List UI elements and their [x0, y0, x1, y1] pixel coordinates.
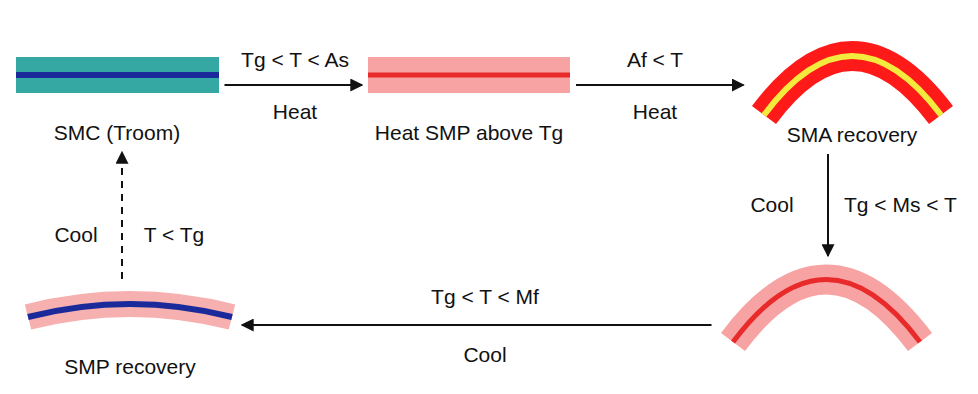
- transition-arrow: [242, 324, 712, 326]
- sample-caption: SMA recovery: [787, 123, 918, 147]
- sample-shape: [24, 285, 236, 330]
- sample-shape: [368, 57, 570, 93]
- sample-shape: [16, 57, 219, 93]
- sample-shape: [718, 262, 935, 350]
- process-label: Cool: [461, 343, 508, 367]
- polymer-matrix: [764, 56, 941, 115]
- material-sample: SMA recovery: [750, 37, 955, 148]
- sample-caption: Heat SMP above Tg: [375, 121, 563, 145]
- sample-caption: SMC (Troom): [54, 121, 180, 145]
- polymer-matrix: [16, 57, 219, 93]
- sample-shape: [750, 37, 955, 117]
- sample-caption: SMP recovery: [64, 355, 196, 379]
- process-label: Cool: [748, 193, 795, 217]
- polymer-matrix: [28, 304, 232, 317]
- condition-label: Tg < T < Mf: [429, 285, 541, 309]
- material-sample: SMP recovery: [24, 285, 236, 380]
- transition-arrow: [225, 84, 363, 86]
- transition-arrow: [576, 84, 744, 86]
- condition-label: T < Tg: [142, 223, 207, 247]
- transition-arrow: [121, 152, 123, 279]
- condition-label: Tg < T < As: [239, 48, 351, 72]
- material-sample: Heat SMP above Tg: [368, 57, 570, 146]
- process-label: Heat: [631, 100, 679, 124]
- material-sample: [718, 262, 935, 350]
- alloy-wire: [368, 73, 570, 78]
- alloy-wire: [16, 72, 219, 78]
- condition-label: Af < T: [625, 48, 685, 72]
- polymer-matrix: [368, 57, 570, 93]
- polymer-matrix: [733, 280, 920, 343]
- material-sample: SMC (Troom): [16, 57, 219, 146]
- condition-label: Tg < Ms < T: [842, 193, 959, 217]
- process-label: Cool: [52, 223, 99, 247]
- process-label: Heat: [271, 100, 319, 124]
- alloy-wire: [764, 56, 941, 115]
- alloy-wire: [28, 304, 232, 317]
- alloy-wire: [733, 280, 920, 343]
- transition-arrow: [827, 154, 829, 256]
